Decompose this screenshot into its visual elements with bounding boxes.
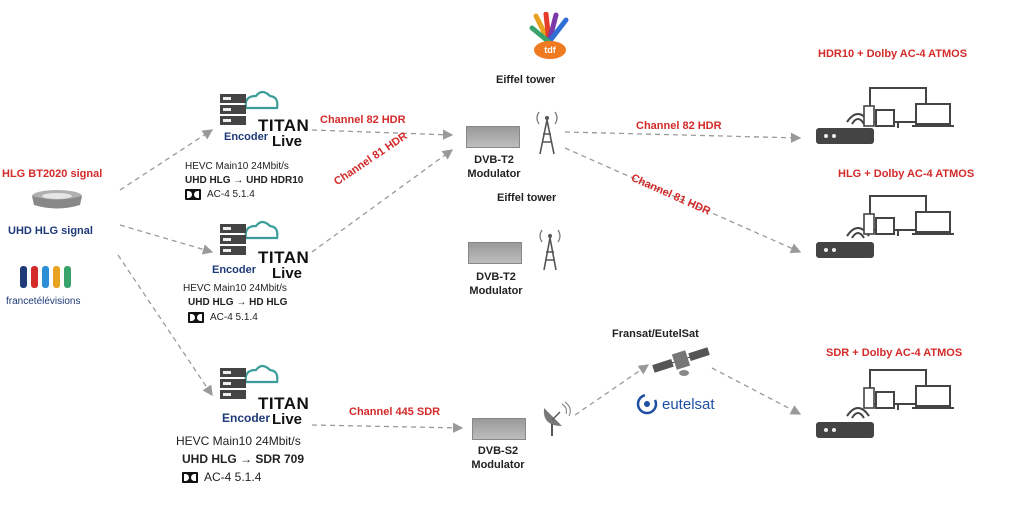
eutelsat-logo-text: eutelsat: [662, 396, 715, 413]
arrow-source-to-encoder-2: [119, 224, 214, 255]
encoder-conversion: UHD HLG → SDR 709: [182, 452, 305, 466]
stadium-icon: [32, 190, 82, 209]
transmitter-tower-icon: [539, 229, 561, 271]
encoder-conversion: UHD HLG → HD HLG: [188, 297, 288, 308]
arrow-encoder2-to-mod1: [311, 149, 454, 253]
arrow-dish-to-satellite: [574, 364, 650, 416]
encoder-audio: AC-4 5.1.4: [188, 312, 258, 323]
tv-laptop-monitor-icon: [863, 87, 954, 128]
uhd-hlg-signal-label: UHD HLG signal: [8, 225, 93, 237]
arrow-source-to-encoder-1: [119, 129, 214, 191]
satellite-icon: [652, 347, 710, 376]
dolby-icon: [188, 312, 204, 323]
encoder-codec: HEVC Main10 24Mbit/s: [183, 283, 287, 294]
dvb-t2-modulator-box-2: [468, 242, 522, 264]
tv-laptop-monitor-icon: [863, 195, 954, 236]
set-top-box-icon: [816, 227, 874, 258]
encoder-label: Encoder: [224, 131, 269, 143]
output-label-2: HLG + Dolby AC-4 ATMOS: [838, 168, 975, 180]
france-televisions-logo-icon: [20, 266, 71, 288]
satellite-dish-icon: [543, 401, 571, 436]
server-cloud-icon: [220, 364, 279, 399]
arrow-satellite-to-output3: [711, 367, 802, 415]
arrow-tower-to-output2: [564, 147, 802, 254]
encoder-conversion: UHD HLG → UHD HDR10: [185, 175, 304, 186]
dvb-s2-modulator-box: [472, 418, 526, 440]
dolby-icon: [182, 472, 198, 484]
eiffel-tower-label-2: Eiffel tower: [497, 192, 557, 204]
set-top-box-icon: [816, 407, 874, 438]
output-label-1: HDR10 + Dolby AC-4 ATMOS: [818, 48, 968, 60]
transmitter-tower-icon: [536, 111, 558, 155]
arrow-encoder1-to-mod1: [311, 129, 454, 140]
encoder-audio: AC-4 5.1.4: [182, 470, 261, 484]
eutelsat-logo-icon: [636, 393, 658, 415]
tdf-logo-text: tdf: [544, 45, 556, 55]
eiffel-tower-label-1: Eiffel tower: [496, 74, 556, 86]
encoder-label: Encoder: [222, 411, 271, 425]
set-top-box-icon: [816, 113, 874, 144]
dvb-t2-modulator-box-1: [466, 126, 520, 148]
fransat-eutelsat-label: Fransat/EutelSat: [612, 328, 699, 340]
arrow-source-to-encoder-3: [117, 254, 213, 397]
encoder-audio: AC-4 5.1.4: [185, 189, 255, 200]
channel-82-hdr-label-out: Channel 82 HDR: [636, 120, 722, 132]
server-cloud-icon: [220, 90, 279, 125]
france-televisions-logo-text: francetélévisions: [6, 296, 81, 307]
tdf-logo-icon: tdf: [529, 12, 569, 59]
tv-laptop-monitor-icon: [863, 369, 954, 410]
encoder-codec: HEVC Main10 24Mbit/s: [185, 161, 289, 172]
dolby-icon: [185, 189, 201, 200]
arrow-tower-to-output1: [564, 131, 802, 143]
output-label-3: SDR + Dolby AC-4 ATMOS: [826, 347, 963, 359]
encoder-codec: HEVC Main10 24Mbit/s: [176, 434, 301, 448]
arrow-encoder3-to-mod3: [311, 422, 464, 434]
channel-82-hdr-label-in: Channel 82 HDR: [320, 114, 406, 126]
hlg-bt2020-label: HLG BT2020 signal: [2, 168, 103, 180]
channel-445-sdr-label: Channel 445 SDR: [349, 406, 441, 418]
server-cloud-icon: [220, 220, 279, 255]
encoder-label: Encoder: [212, 264, 257, 276]
